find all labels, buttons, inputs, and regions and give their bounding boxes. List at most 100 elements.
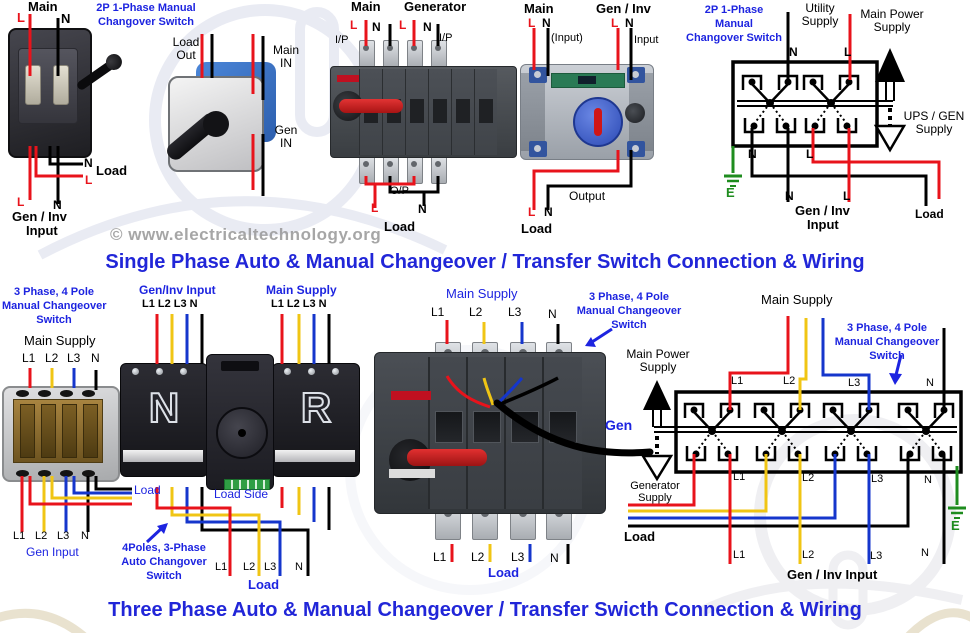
cable-entry <box>60 390 73 397</box>
cable-entry <box>60 470 73 477</box>
d6-caption-arrow <box>145 523 168 544</box>
d1-gen-l-label: L <box>17 195 25 209</box>
pole-module <box>474 69 497 155</box>
d3-op-label: O/P <box>390 185 409 197</box>
d7-l2-label: L2 <box>469 305 483 319</box>
s1-earth-label: E <box>726 185 735 200</box>
earth-symbol <box>724 146 742 187</box>
cable-entry <box>82 390 95 397</box>
d3-ip-left-label: I/P <box>335 34 349 46</box>
s2-n-bot-label: N <box>921 547 929 559</box>
d6-main-header-label: Main Supply <box>266 283 337 297</box>
d3-l-out-label: L <box>371 201 379 215</box>
label-strip <box>123 450 203 462</box>
site-watermark: © www.electricaltechnology.org <box>110 225 382 244</box>
ats-center-module <box>206 354 274 490</box>
d4-wires <box>532 28 633 210</box>
reserve-supply-letter: R <box>300 383 332 432</box>
brass-contact-assembly <box>13 399 103 463</box>
d3-l-gen-label: L <box>399 18 407 32</box>
terminal-screw <box>180 368 187 375</box>
d6-load-label: Load <box>248 577 280 592</box>
s1-n-top-label: N <box>789 45 798 59</box>
s1-n-bot-label: N <box>785 189 794 203</box>
label-strip <box>389 469 435 478</box>
d1-line-label: L <box>17 10 25 25</box>
d7-wires <box>445 320 654 564</box>
d7-gen-label: Gen <box>605 417 633 433</box>
terminal-block <box>529 141 547 157</box>
d4-n-main-label: N <box>542 16 551 30</box>
s2-l1-top-label: L1 <box>731 375 744 387</box>
d3-ip-right-label: I/P <box>439 32 453 44</box>
d4-l-out-label: L <box>528 205 536 219</box>
contact-pole <box>41 404 56 458</box>
d5-wires <box>20 368 132 532</box>
d5-l3-label: L3 <box>67 351 81 365</box>
d1-input-label: Input <box>26 223 58 238</box>
d6-load-side-label: Load Side <box>214 487 269 501</box>
d2-main-in-label: Main IN <box>272 43 299 70</box>
s2-load-label: Load <box>624 529 656 544</box>
red-handle <box>339 99 403 113</box>
indicator-strip <box>551 73 625 88</box>
cable-entry <box>16 470 29 477</box>
s2-n-top-label: N <box>926 377 934 389</box>
d3-n-out-label: N <box>418 202 427 216</box>
red-handle <box>407 449 487 466</box>
d5-l2-bot-label: L2 <box>35 530 48 542</box>
s2-l1-bot-label: L1 <box>733 549 746 561</box>
s2-n-mid-label: N <box>924 474 932 486</box>
main-power-up-arrow <box>875 48 905 82</box>
d6-gen-phases-label: L1 L2 L3 N <box>142 298 198 310</box>
pole-module <box>428 69 451 155</box>
main-power-up-arrow <box>643 380 671 410</box>
contact-pole <box>62 404 77 458</box>
s1-utility-label: Utility Supply <box>801 1 839 28</box>
s1-l-bot-label: L <box>843 189 851 203</box>
d7-load-label: Load <box>488 565 520 580</box>
d6-wires <box>155 314 331 576</box>
d7-main-supply-label: Main Supply <box>446 286 518 301</box>
rotary-cam-switch-faceplate <box>163 76 264 172</box>
s2-gen-inv-input-label: Gen / Inv Input <box>787 567 878 582</box>
terminal-screw <box>156 368 163 375</box>
d5-l2-label: L2 <box>45 351 59 365</box>
selector-knob <box>573 97 623 147</box>
d4-n-gen-label: N <box>625 16 634 30</box>
pole-module <box>405 69 428 155</box>
d3-n-main-label: N <box>372 20 381 34</box>
terminal-screw <box>284 368 291 375</box>
gen-cable <box>493 399 654 457</box>
mode-switch <box>221 361 259 371</box>
label-strip <box>275 450 355 462</box>
d4-output-label: Output <box>569 189 606 203</box>
s2-caption-arrow <box>889 354 903 385</box>
terminal-block <box>529 67 547 83</box>
s1-load-label: Load <box>915 207 944 221</box>
isolator-changeover-switch-photo <box>330 66 517 158</box>
normal-supply-letter: N <box>148 383 180 432</box>
s2-l2-bot-label: L2 <box>802 549 815 561</box>
d5-main-supply-label: Main Supply <box>24 333 96 348</box>
d7-l3-label: L3 <box>508 305 522 319</box>
pole-module <box>451 69 474 155</box>
d5-l3-bot-label: L3 <box>57 530 70 542</box>
s2-l3-top-label: L3 <box>848 377 861 389</box>
d1-neutral-label: N <box>61 11 71 26</box>
d6-n-bot-label: N <box>295 561 303 573</box>
s1-l-mid-label: L <box>806 147 814 161</box>
generator-down-arrow <box>640 454 674 482</box>
ats-left-wing: N <box>120 363 208 477</box>
s2-l2-top-label: L2 <box>783 375 796 387</box>
schematic-3phase-changeover <box>628 316 966 564</box>
d7-l1-bot-label: L1 <box>433 550 447 564</box>
d1-load-n-label: N <box>84 156 93 170</box>
cable-entry <box>38 470 51 477</box>
cable-entry <box>82 470 95 477</box>
